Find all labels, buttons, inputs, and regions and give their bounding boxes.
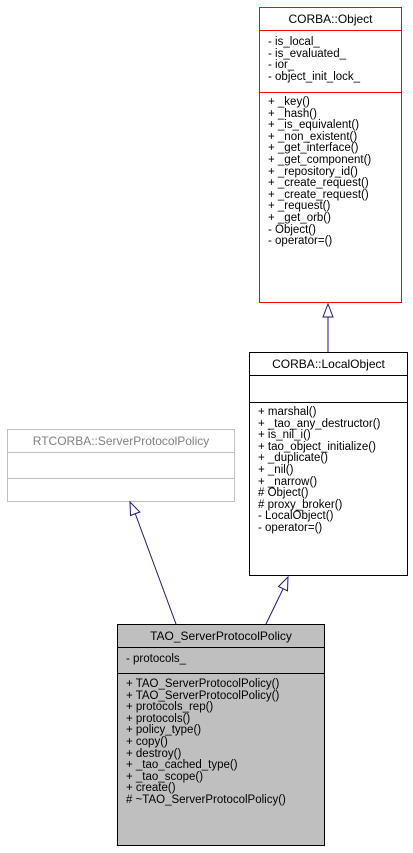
member-line: + _key() xyxy=(268,96,310,108)
inheritance-line-tao-rtcorba xyxy=(134,512,177,625)
member-line: + _hash() xyxy=(268,107,317,120)
member-line: # proxy_broker() xyxy=(258,498,343,511)
member-line: - protocols_ xyxy=(126,653,187,665)
class-corba-local-object[interactable]: CORBA::LocalObject + marshal()+ _tao_any… xyxy=(249,352,408,576)
member-line: + create() xyxy=(126,782,176,795)
class-name: CORBA::LocalObject xyxy=(250,353,407,376)
attribute-list: - is_local_- is_evaluated_- ior_- object… xyxy=(260,31,401,93)
member-line: - object_init_lock_ xyxy=(268,70,361,83)
member-line: - is_evaluated_ xyxy=(268,47,346,60)
member-line: + protocols_rep() xyxy=(126,701,214,714)
member-line: + _tao_any_destructor() xyxy=(258,417,381,430)
member-line: + _get_component() xyxy=(268,153,372,166)
member-line: - ior_ xyxy=(268,59,295,72)
inheritance-arrowhead xyxy=(322,302,334,318)
member-line: + policy_type() xyxy=(126,724,202,737)
member-line: + _create_request() xyxy=(268,177,369,190)
inheritance-arrowhead xyxy=(129,500,141,517)
class-corba-object[interactable]: CORBA::Object - is_local_- is_evaluated_… xyxy=(259,7,402,303)
class-name: RTCORBA::ServerProtocolPolicy xyxy=(8,430,234,453)
member-line: + copy() xyxy=(126,735,168,748)
member-line: + _narrow() xyxy=(258,475,318,488)
member-line: + tao_object_initialize() xyxy=(258,440,376,453)
attribute-list: - protocols_ xyxy=(118,648,324,674)
class-rtcorba-server-protocol-policy[interactable]: RTCORBA::ServerProtocolPolicy xyxy=(7,429,235,502)
member-line: + TAO_ServerProtocolPolicy() xyxy=(126,689,280,702)
member-line: - is_local_ xyxy=(268,36,320,48)
class-name: TAO_ServerProtocolPolicy xyxy=(118,625,324,648)
member-line: + _non_existent() xyxy=(268,130,358,143)
member-line: + destroy() xyxy=(126,747,182,760)
member-line: + _get_orb() xyxy=(268,211,331,224)
member-line: + marshal() xyxy=(258,406,317,418)
inheritance-line-tao-localobject xyxy=(265,588,284,625)
operation-list: + TAO_ServerProtocolPolicy()+ TAO_Server… xyxy=(118,674,324,811)
member-line: + TAO_ServerProtocolPolicy() xyxy=(126,678,280,690)
attribute-list xyxy=(8,453,234,479)
operation-list: + _key()+ _hash()+ _is_equivalent()+ _no… xyxy=(260,93,401,252)
member-line: + _repository_id() xyxy=(268,165,358,178)
member-line: + is_nil_i() xyxy=(258,429,311,442)
member-line: + _duplicate() xyxy=(258,452,328,465)
member-line: # ~TAO_ServerProtocolPolicy() xyxy=(126,793,286,806)
member-line: + _tao_scope() xyxy=(126,770,204,783)
member-line: - operator=() xyxy=(258,521,323,534)
member-line: - Object() xyxy=(268,223,316,236)
member-line: + _nil() xyxy=(258,463,294,476)
member-line: - LocalObject() xyxy=(258,510,334,523)
member-line: + protocols() xyxy=(126,712,191,725)
member-line: + _request() xyxy=(268,200,331,213)
attribute-list xyxy=(250,376,407,403)
operation-list: + marshal()+ _tao_any_destructor()+ is_n… xyxy=(250,403,407,539)
class-name: CORBA::Object xyxy=(260,8,401,31)
class-tao-server-protocol-policy[interactable]: TAO_ServerProtocolPolicy - protocols_ + … xyxy=(117,624,325,846)
member-line: + _is_equivalent() xyxy=(268,119,360,132)
member-line: + _create_request() xyxy=(268,188,369,201)
inheritance-arrowhead xyxy=(277,575,289,592)
member-line: - operator=() xyxy=(268,235,333,248)
member-line: + _get_interface() xyxy=(268,142,359,155)
member-line: # Object() xyxy=(258,487,309,500)
member-line: + _tao_cached_type() xyxy=(126,759,238,772)
